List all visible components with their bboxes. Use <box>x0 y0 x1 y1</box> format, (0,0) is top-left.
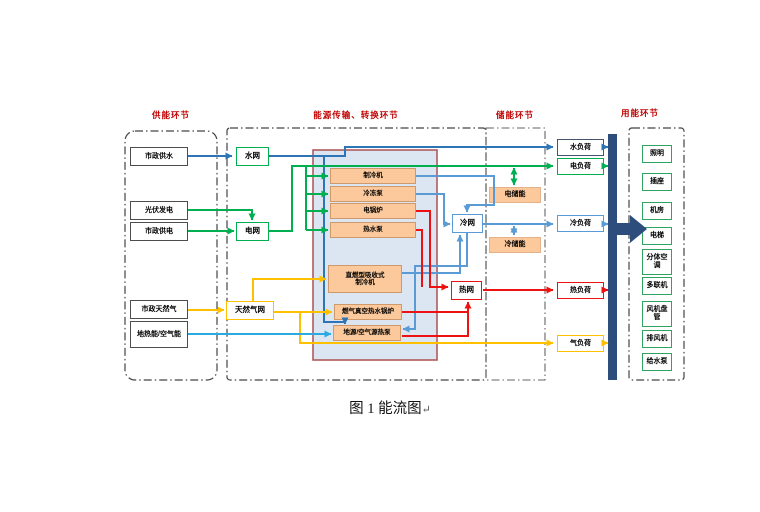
absorption-chiller-line2: 制冷机 <box>355 279 375 286</box>
section-label-supply: 供能环节 <box>151 110 190 120</box>
component-box-ground-air-heat-pump: 地源/空气源热泵 <box>333 325 401 341</box>
figure-caption: 图 1 能流图↵ <box>280 397 500 418</box>
end-use-box-machine-room: 机房 <box>642 202 672 220</box>
source-box-municipal-power: 市政供电 <box>130 222 188 241</box>
source-box-geothermal-air: 地热能/空气能 <box>130 321 188 348</box>
section-label-consumption: 用能环节 <box>620 108 659 118</box>
source-box-municipal-water: 市政供水 <box>130 147 188 166</box>
paragraph-mark: ↵ <box>421 404 431 416</box>
component-box-electric-boiler: 电锅炉 <box>330 203 416 219</box>
load-box-electricity: 电负荷 <box>557 158 604 175</box>
cool-line-absorption-to-coolnet <box>402 234 464 274</box>
network-box-power: 电网 <box>236 222 269 241</box>
network-box-cooling: 冷网 <box>452 214 483 233</box>
figure-caption-text: 图 1 能流图 <box>349 401 422 417</box>
component-box-gas-boiler: 燃气真空热水锅炉 <box>334 304 402 320</box>
storage-box-electricity: 电储能 <box>489 187 541 203</box>
section-label-storage: 储能环节 <box>495 110 534 120</box>
source-box-municipal-gas: 市政天然气 <box>130 300 188 319</box>
heat-line-hwpump-join <box>416 229 423 287</box>
section-label-conversion: 能源传输、转换环节 <box>313 110 399 120</box>
heat-line-eboiler-to-heatnet <box>416 210 449 291</box>
component-box-hot-water-pump: 热水泵 <box>330 222 416 238</box>
end-use-box-lighting: 照明 <box>642 145 672 163</box>
load-box-heating: 热负荷 <box>557 282 604 299</box>
component-box-chilled-water-pump: 冷冻泵 <box>330 186 416 202</box>
component-box-absorption-chiller: 直燃型吸收式 制冷机 <box>328 265 402 293</box>
storage-section-container <box>485 127 546 381</box>
storage-box-cooling: 冷储能 <box>489 237 541 253</box>
heat-line-heatpump-to-heatnet <box>402 301 472 337</box>
load-box-gas: 气负荷 <box>557 335 604 352</box>
network-box-gas: 天然气网 <box>226 301 274 320</box>
network-box-water: 水网 <box>236 147 269 166</box>
cool-line-pump-to-coolnet <box>416 193 451 228</box>
absorption-chiller-line1: 直燃型吸收式 <box>345 271 385 279</box>
energy-bus-bar <box>608 134 617 380</box>
cool-line-chiller-to-coolnet <box>416 175 495 213</box>
load-box-water: 水负荷 <box>557 139 604 156</box>
load-box-cooling: 冷负荷 <box>557 215 604 232</box>
end-use-box-water-supply-pump: 给水泵 <box>642 353 672 371</box>
elec-line-pv-to-grid <box>188 209 256 221</box>
end-use-box-vrf-unit: 多联机 <box>642 277 672 295</box>
source-box-pv-power: 光伏发电 <box>130 201 188 220</box>
water-line-waternet-to-load <box>269 143 554 157</box>
end-use-box-exhaust-fan: 排风机 <box>642 330 672 348</box>
end-use-box-split-ac: 分体空调 <box>642 249 672 275</box>
end-use-box-sockets: 插座 <box>642 173 672 191</box>
end-use-box-fan-coil: 风机盘管 <box>642 301 672 327</box>
component-box-chiller: 制冷机 <box>330 168 416 184</box>
end-use-box-elevator: 电梯 <box>642 227 672 245</box>
gas-line-gasnet-to-absorption <box>252 275 327 301</box>
network-box-heating: 热网 <box>451 281 482 300</box>
